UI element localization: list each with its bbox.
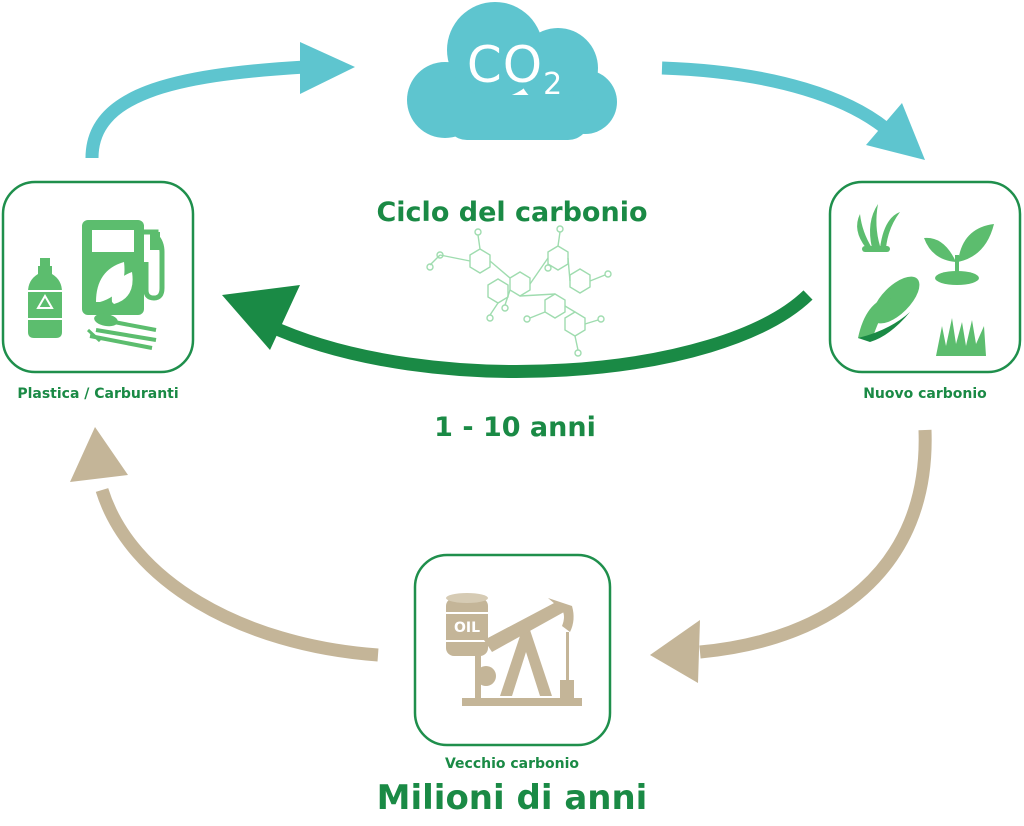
corn-icon [858,276,920,342]
bottle-icon [28,258,62,338]
co2-cloud-icon [407,2,617,140]
arrow-to-co2 [85,42,355,159]
node-label-old-carbon: Vecchio carbonio [444,756,580,772]
long-cycle-label: Milioni di anni [376,778,648,818]
arrow-from-old-carbon [70,427,379,662]
cutlery-icon [86,313,157,350]
grass-icon [936,318,986,356]
short-cycle-label: 1 - 10 anni [434,412,596,443]
oil-label: OIL [454,620,480,636]
oil-barrel-icon: OIL [446,593,488,656]
node-label-new-carbon: Nuovo carbonio [863,386,987,402]
recycle-icon [36,294,54,309]
fountain-plant-icon [857,204,900,252]
arrow-from-co2 [661,61,925,160]
arrow-to-old-carbon [650,429,932,683]
diagram-title: Ciclo del carbonio [376,197,648,228]
node-label-plastic-fuels: Plastica / Carburanti [17,386,179,402]
pumpjack-icon [462,598,582,706]
sprout-icon [924,224,994,285]
leaf-icon [96,262,133,304]
arrow-short-cycle [222,285,813,378]
co2-label: CO2 [466,36,564,102]
node-old-carbon: OIL [413,553,612,747]
node-plastic-fuels [1,180,195,374]
node-new-carbon [828,180,1022,374]
molecule-decoration [426,225,612,357]
